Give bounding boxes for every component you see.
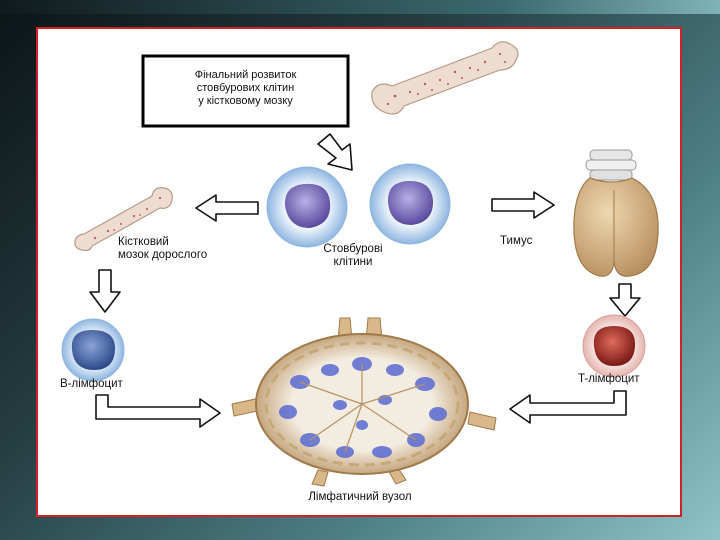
arrow-b-to-lymph-node <box>95 394 221 428</box>
thymus-icon <box>573 149 659 277</box>
label-bone-marrow: Кістковий мозок дорослого <box>118 236 208 261</box>
stem-cell-left <box>266 166 348 248</box>
arrow-to-b-lymphocyte <box>89 269 121 313</box>
title-box <box>141 54 350 128</box>
arrow-to-t-lymphocyte <box>609 283 641 317</box>
arrow-to-bone-marrow <box>195 194 259 222</box>
arrow-t-to-lymph-node <box>509 390 627 424</box>
label-stem-cells: Стовбурові клітини <box>323 243 383 268</box>
label-t-lymphocyte: T-лімфоцит <box>578 373 640 385</box>
top-bar <box>0 0 720 14</box>
fetal-bone-icon <box>371 41 519 115</box>
b-lymphocyte-cell <box>61 318 125 382</box>
label-thymus: Тимус <box>500 235 533 247</box>
arrow-to-stem-cells <box>317 133 353 171</box>
adult-bone-icon <box>74 187 173 252</box>
title-text: Фінальний розвиток стовбурових клітин у … <box>194 69 297 107</box>
label-lymph-node: Лімфатичний вузол <box>308 491 412 503</box>
label-b-lymphocyte: B-лімфоцит <box>60 378 123 390</box>
t-lymphocyte-cell <box>582 314 646 378</box>
lymph-node-icon <box>231 317 497 487</box>
stem-cell-right <box>369 163 451 245</box>
arrow-to-thymus <box>491 191 555 219</box>
